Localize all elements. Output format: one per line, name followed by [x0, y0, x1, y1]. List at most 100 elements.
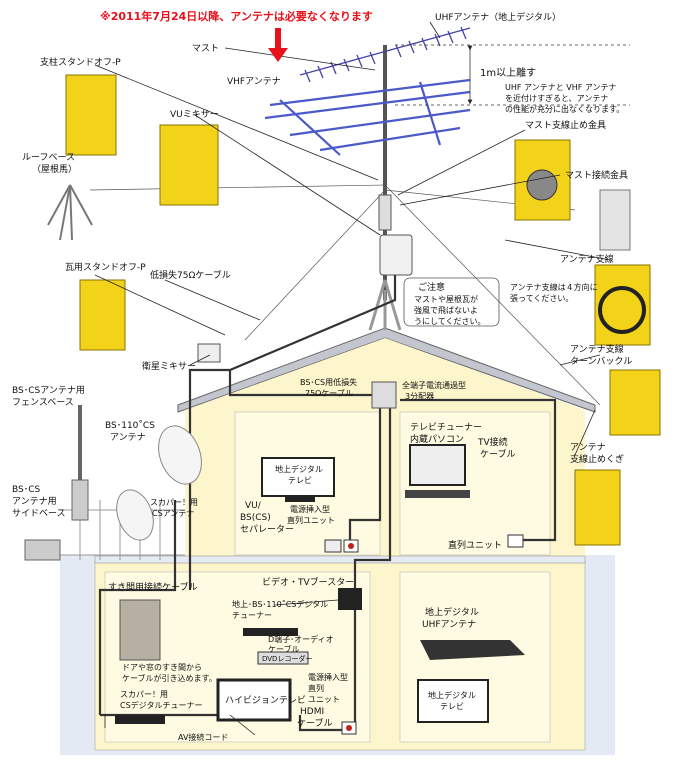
- label-uhf-indoor-1: 地上デジタル: [425, 606, 479, 618]
- label-bs-cs-cable-1: BS･CS用低損失: [300, 377, 357, 387]
- label-tv-digital-2: テレビ: [288, 476, 312, 485]
- label-mast-guy-bracket: マスト支線止め金具: [525, 119, 606, 131]
- label-uhf-indoor-2: UHFアンテナ: [422, 619, 476, 630]
- package-guy-hook: [574, 469, 621, 546]
- label-power-insert-2: 直列ユニット: [287, 515, 335, 525]
- floor-slab: [94, 555, 586, 564]
- label-distance-note-2: を近付けすぎると、アンテナ: [505, 93, 608, 103]
- cs-dish: [116, 489, 154, 541]
- equipment: [24, 184, 525, 735]
- warning-arrow: [268, 28, 288, 62]
- label-gap-note-1: ドアや窓のすき間から: [122, 662, 202, 672]
- label-d-terminal-1: D端子･オーディオ: [268, 634, 334, 644]
- label-caution-3: うにしてください。: [414, 317, 486, 326]
- label-vu-separator-2: BS(CS): [240, 513, 271, 523]
- caution-box: [403, 277, 500, 327]
- tv-upper-stand: [285, 497, 315, 502]
- label-bs-cs-cable-2: 75Ωケーブル: [305, 388, 353, 398]
- label-pc-tuner-2: 内蔵パソコン: [410, 433, 464, 445]
- label-digital-tuner-1: 地上･BS･110˚CSデジタル: [232, 599, 328, 609]
- dvd-recorder-box: [257, 651, 309, 665]
- label-d-terminal-2: ケーブル: [268, 644, 300, 654]
- label-tv-digital-b-2: テレビ: [440, 702, 464, 711]
- label-distance-note-3: の性能が充分に出なくなります。: [505, 104, 624, 114]
- uhf-antenna-elements: [299, 26, 471, 83]
- gap-cable-photo: [119, 599, 161, 661]
- label-sky-tuner-2: CSデジタルチューナー: [120, 700, 203, 710]
- label-caution-2: 強風で飛ばないよ: [414, 305, 478, 315]
- label-mast-joint: マスト接続金具: [565, 169, 628, 181]
- label-low-loss-cable: 低損失75Ωケーブル: [150, 269, 231, 281]
- label-tv-digital-1: 地上デジタル: [275, 464, 323, 474]
- label-gap-cable: すき間用接続ケーブル: [108, 581, 197, 593]
- house: [60, 327, 615, 755]
- label-sky-tuner-1: スカパー！用: [120, 690, 168, 699]
- pc-keyboard: [405, 490, 470, 498]
- product-packages: [65, 74, 661, 546]
- label-uhf-antenna: UHFアンテナ（地上デジタル）: [435, 11, 561, 23]
- label-turnbuckle-1: アンテナ支線: [570, 343, 624, 355]
- mast-clamp: [378, 194, 392, 231]
- label-tile-standoff: 瓦用スタンドオフ-P: [65, 262, 146, 273]
- guy-wires: [89, 184, 601, 406]
- guy-wire-coil: [598, 286, 646, 334]
- series-unit-box: [507, 534, 524, 548]
- label-hdmi-cable-1: HDMI: [300, 707, 324, 717]
- splitter-box: [371, 381, 397, 409]
- label-power-insert-b-1: 電源挿入型: [308, 672, 348, 682]
- label-roof-base-1: ルーフベース: [22, 153, 75, 163]
- label-guy-hook-1: アンテナ: [570, 442, 606, 453]
- package-turnbuckle: [609, 369, 661, 436]
- label-hivision-tv: ハイビジョンテレビ: [225, 695, 306, 706]
- label-splitter-1: 全端子電流通過型: [402, 380, 466, 390]
- booster-box: [338, 588, 362, 610]
- package-vu-mixer: [159, 124, 219, 206]
- label-pole-standoff: 支柱スタンドオフ-P: [40, 56, 121, 68]
- vu-separator: [324, 539, 342, 553]
- label-mast: マスト: [192, 44, 219, 54]
- label-power-insert-b-3: ユニット: [308, 695, 340, 704]
- antenna-assembly: [264, 26, 471, 331]
- label-side-base-1: BS･CS: [12, 485, 41, 495]
- label-turnbuckle-2: ターンバックル: [570, 356, 632, 367]
- label-series-unit: 直列ユニット: [448, 539, 502, 551]
- label-gap-note-2: ケーブルが引き込めます。: [122, 673, 217, 683]
- roof-base-tripod: [47, 184, 93, 241]
- label-vu-separator-3: セパレーター: [240, 524, 294, 535]
- label-bs110-1: BS･110˚CS: [105, 420, 155, 431]
- label-dvd-recorder: DVDレコーダー: [262, 654, 312, 663]
- tv-upper: [261, 457, 335, 497]
- label-hdmi-cable-2: ケーブル: [297, 717, 332, 729]
- label-side-base-3: サイドベース: [12, 508, 66, 519]
- label-power-insert-b-2: 直列: [308, 683, 324, 693]
- label-digital-tuner-2: チューナー: [232, 611, 272, 620]
- label-pc-tuner-1: テレビチューナー: [410, 422, 482, 433]
- side-base-bracket: [24, 539, 61, 561]
- label-distance-note-1: UHF アンテナと VHF アンテナ: [505, 83, 617, 92]
- package-pole-standoff: [65, 74, 117, 156]
- label-fence-base-1: BS･CSアンテナ用: [12, 385, 85, 396]
- label-vhf-antenna: VHFアンテナ: [227, 76, 281, 87]
- package-gear-disc: [526, 169, 558, 201]
- label-roof-base-2: （屋根馬）: [32, 163, 77, 175]
- label-av-cord: AV接続コード: [178, 732, 228, 742]
- label-vu-mixer: VUミキサー: [170, 109, 219, 120]
- label-fence-base-2: フェンスベース: [12, 398, 74, 408]
- label-guy-4dir-1: アンテナ支線は４方向に: [510, 282, 598, 292]
- tv-lower-right: [417, 679, 489, 723]
- roof-mount: [368, 279, 402, 331]
- label-guy-hook-2: 支線止めくぎ: [570, 453, 624, 465]
- label-distance: 1m以上離す: [480, 66, 536, 79]
- satellite-mixer-box: [197, 343, 221, 363]
- label-tv-digital-b-1: 地上デジタル: [428, 690, 476, 700]
- digital-tuner: [243, 628, 298, 636]
- leader-lines: [94, 21, 630, 736]
- sky-tuner-box: [115, 715, 165, 724]
- label-booster: ビデオ・TVブースター: [262, 576, 354, 588]
- label-side-base-2: アンテナ用: [12, 496, 57, 507]
- vhf-antenna-elements: [264, 78, 471, 156]
- label-skyperfect-antenna-2: CSアンテナ: [152, 509, 194, 518]
- label-tv-cable-1: TV接続: [477, 436, 508, 448]
- label-caution-title: ご注意: [418, 281, 445, 293]
